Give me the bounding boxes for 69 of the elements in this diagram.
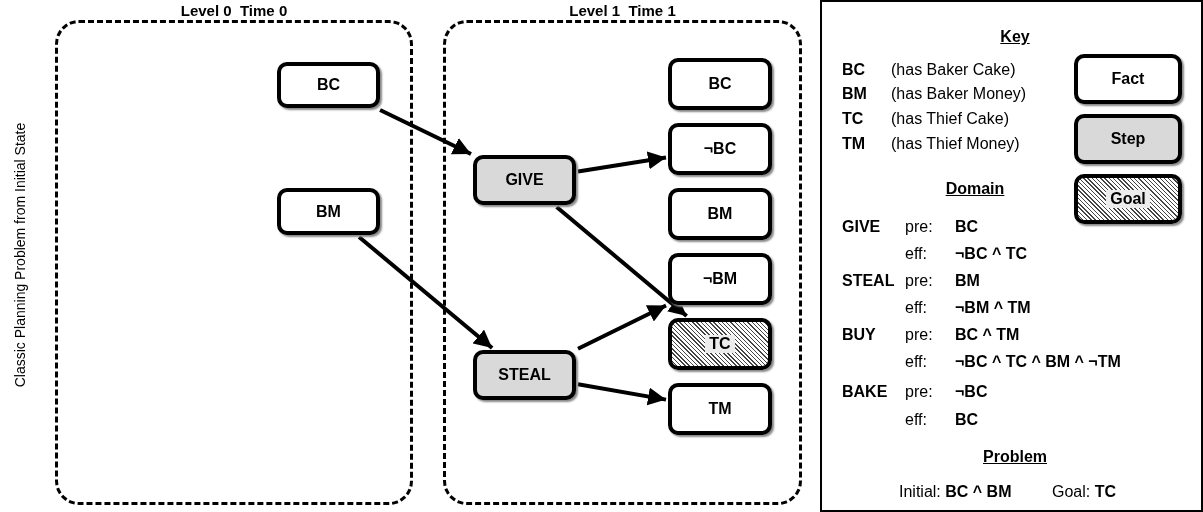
node-label: ¬BM: [702, 270, 738, 288]
key-text: ¬BC: [955, 382, 988, 401]
fact-box: [277, 62, 380, 108]
step-box: [473, 350, 576, 400]
key-text: eff:: [905, 352, 927, 371]
section-heading: Domain: [945, 179, 1005, 198]
arrow: [577, 303, 667, 351]
key-text: BM: [955, 271, 980, 290]
key-panel: [820, 0, 1203, 512]
key-text: pre:: [905, 271, 933, 290]
key-text: pre:: [905, 217, 933, 236]
goal-box: [1074, 174, 1182, 224]
key-text: eff:: [905, 244, 927, 263]
key-text: ¬BC ^ TC ^ BM ^ ¬TM: [955, 352, 1121, 371]
node-label: BC: [708, 75, 732, 93]
key-text: TM: [842, 134, 866, 153]
key-text: (has Thief Money): [891, 134, 1020, 153]
node-label: Fact: [1111, 70, 1145, 88]
section-heading: Problem: [983, 447, 1047, 466]
node-label: BM: [316, 202, 341, 221]
vertical-axis-label: Classic Planning Problem from Initial State: [12, 122, 28, 388]
key-text: BC: [842, 60, 866, 79]
key-text: BAKE: [842, 382, 888, 401]
node-label: ¬BC: [703, 140, 737, 158]
arrow: [577, 382, 667, 406]
level-heading: Level 0 Time 0: [180, 2, 288, 20]
node-label: Step: [1110, 130, 1146, 148]
node-label: STEAL: [498, 366, 551, 384]
node-label: TM: [708, 400, 732, 418]
fact-box: [668, 383, 772, 435]
key-text: GIVE: [842, 217, 881, 236]
node-label: TC: [705, 335, 735, 353]
fact-box: [668, 253, 772, 305]
key-text: BC: [955, 410, 979, 429]
key-text: (has Thief Cake): [891, 109, 1009, 128]
node-label: BM: [707, 205, 733, 223]
node-label: BC: [316, 76, 341, 94]
node-label: Goal: [1106, 190, 1150, 208]
arrow: [357, 235, 494, 350]
fact-box: [668, 123, 772, 175]
key-text: pre:: [905, 325, 933, 344]
key-text: BC: [955, 217, 979, 236]
arrow: [555, 205, 688, 318]
key-text: BC ^ TM: [955, 325, 1020, 344]
key-text: eff:: [905, 410, 927, 429]
key-text: ¬BM ^ TM: [955, 298, 1031, 317]
node-label: GIVE: [505, 171, 544, 189]
level-heading: Level 1 Time 1: [569, 2, 676, 20]
section-heading: Key: [1000, 27, 1030, 46]
key-text: (has Baker Cake): [891, 60, 1016, 79]
fact-box: [668, 58, 772, 110]
fact-box: [277, 188, 380, 235]
step-box: [1074, 114, 1182, 164]
key-text: TC: [842, 109, 864, 128]
step-box: [473, 155, 576, 205]
key-text: STEAL: [842, 271, 895, 290]
key-text: (has Baker Money): [891, 84, 1027, 103]
arrow: [577, 151, 667, 174]
fact-box: [668, 188, 772, 240]
key-text: Initial: BC ^ BM: [899, 482, 1012, 501]
arrow: [379, 108, 472, 156]
key-text: pre:: [905, 382, 933, 401]
key-text: BUY: [842, 325, 876, 344]
key-text: eff:: [905, 298, 927, 317]
key-text: Goal: TC: [1052, 482, 1116, 501]
fact-box: [1074, 54, 1182, 104]
key-text: BM: [842, 84, 867, 103]
goal-box: [668, 318, 772, 370]
key-text: ¬BC ^ TC: [955, 244, 1027, 263]
